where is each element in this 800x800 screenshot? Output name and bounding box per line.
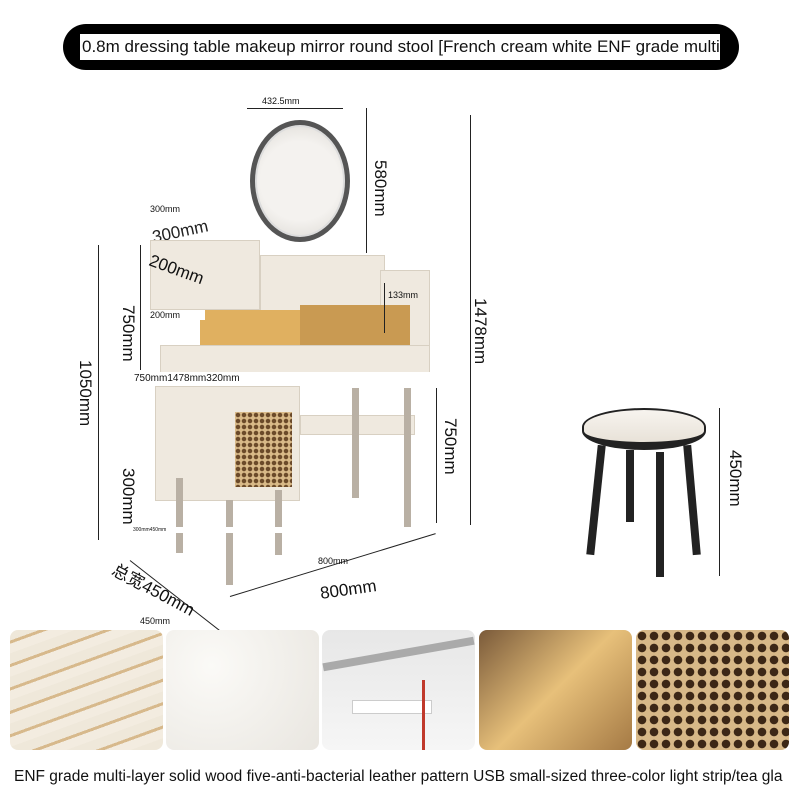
usb-socket-strip — [352, 700, 432, 714]
shelf-width-small-label: 200mm — [150, 310, 205, 320]
tiny-note: 300mm450mm — [133, 527, 463, 533]
product-title: 0.8m dressing table makeup mirror round … — [80, 34, 720, 60]
dimension-line — [719, 408, 720, 576]
cable — [422, 680, 425, 750]
stool-height-label: 450mm — [726, 450, 745, 507]
feature-multi-layer-wood — [10, 630, 163, 750]
stool-seat — [582, 408, 706, 450]
desk-height-label: 750mm — [441, 418, 460, 475]
depth-small-label: 450mm — [140, 616, 171, 626]
table-leg — [404, 388, 411, 528]
mirror-height-label: 580mm — [371, 160, 390, 217]
shelf-depth-small-label: 300mm — [150, 204, 181, 214]
feature-caption: ENF grade multi-layer solid wood five-an… — [14, 768, 783, 785]
width-large-label: 800mm — [318, 576, 378, 603]
feature-rattan-weave — [636, 630, 789, 750]
dimension-line — [140, 245, 141, 370]
rail — [322, 636, 475, 672]
side-shelf — [150, 240, 260, 310]
cabinet-bottom-label: 300mm — [119, 468, 138, 525]
summary-heights-label: 750mm1478mm320mm — [134, 372, 488, 386]
dimension-line — [366, 108, 367, 253]
dimension-line — [384, 283, 385, 333]
lit-tray — [200, 310, 300, 350]
table-leg — [176, 478, 183, 553]
lit-drawer — [300, 305, 410, 345]
mirror-width-label: 432.5mm — [262, 96, 300, 106]
stool-leg — [626, 450, 634, 522]
width-small-label: 800mm — [318, 556, 349, 566]
stool-leg — [586, 444, 606, 556]
dimension-line — [436, 388, 437, 523]
dimension-line — [247, 108, 343, 109]
feature-usb-strip — [322, 630, 475, 750]
hutch-height-label: 133mm — [388, 290, 419, 300]
desk-top — [160, 345, 430, 373]
round-mirror — [250, 120, 350, 242]
total-height-label: 1478mm — [471, 298, 490, 365]
total-width-label: 总宽450mm — [108, 560, 198, 620]
stool-leg — [656, 452, 664, 577]
overall-height-label: 1050mm — [76, 360, 95, 427]
table-leg — [352, 388, 359, 498]
rattan-door — [235, 412, 292, 487]
feature-lit-drawer — [479, 630, 632, 750]
table-leg — [275, 490, 282, 555]
left-height-label: 750mm — [119, 305, 138, 362]
stool-leg — [683, 444, 701, 556]
table-leg — [226, 500, 233, 585]
feature-leather-pattern — [166, 630, 319, 750]
dimension-line — [98, 245, 99, 540]
dimension-line — [470, 115, 471, 525]
